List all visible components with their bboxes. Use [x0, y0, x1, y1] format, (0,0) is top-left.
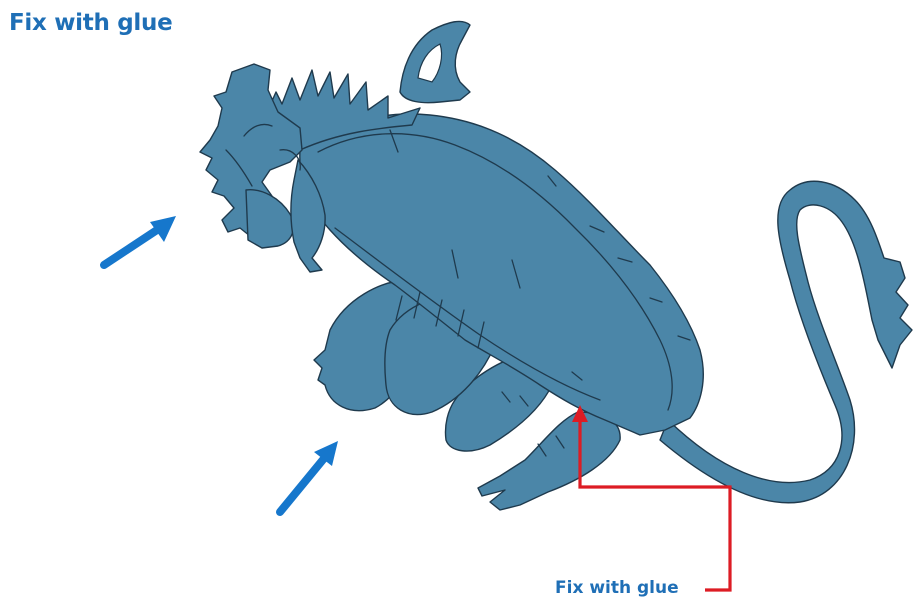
dragon-model: [200, 21, 912, 510]
title-label: Fix with glue: [9, 10, 172, 36]
arrow-right-up-icon: [280, 441, 338, 512]
jaw-piece: [246, 190, 294, 248]
arrow-right-up-icon: [104, 216, 176, 265]
glue-callout-label: Fix with glue: [555, 578, 679, 598]
